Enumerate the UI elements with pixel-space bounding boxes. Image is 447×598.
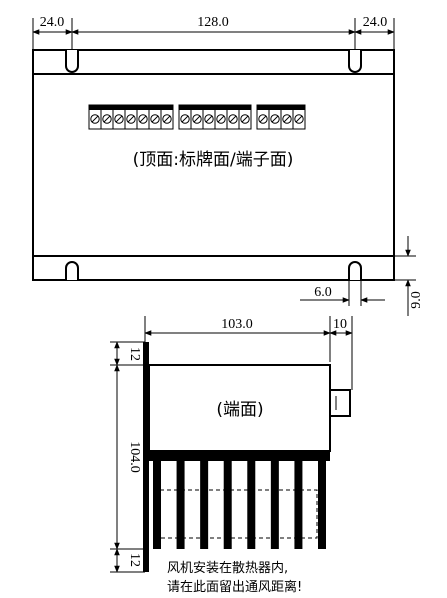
- heatsink-fin: [176, 461, 185, 549]
- mounting-slot-top-right: [348, 50, 362, 73]
- heatsink-fin: [318, 461, 326, 549]
- top-view-label: (顶面:标牌面/端子面): [133, 150, 294, 170]
- heatsink-base: [149, 451, 330, 461]
- mounting-slot-top-left: [65, 50, 79, 73]
- terminal-group: [256, 104, 306, 130]
- dim-bottom-margin: 12: [127, 553, 142, 567]
- terminal-screw: [226, 104, 240, 130]
- terminal-screw: [124, 104, 138, 130]
- heatsink-fins: [153, 461, 326, 549]
- terminal-screw: [292, 104, 306, 130]
- heatsink-fin: [200, 461, 209, 549]
- mounting-slot-bottom-right: [348, 261, 362, 280]
- terminal-group: [178, 104, 252, 130]
- heatsink-fin: [294, 461, 303, 549]
- dim-connector-width: 10: [333, 317, 347, 332]
- terminal-screw: [136, 104, 150, 130]
- heatsink-fin: [270, 461, 279, 549]
- terminal-screw: [178, 104, 192, 130]
- terminal-blocks: [88, 104, 306, 130]
- terminal-screw: [88, 104, 102, 130]
- terminal-screw: [190, 104, 204, 130]
- mounting-slot-bottom-left: [65, 261, 79, 280]
- ventilation-note-line1: 风机安装在散热器内,: [167, 560, 288, 576]
- terminal-group: [88, 104, 174, 130]
- fan-outline: [159, 489, 318, 539]
- dim-side-height: 9.0: [409, 291, 424, 309]
- terminal-screw: [112, 104, 126, 130]
- dim-top-margin: 12: [127, 347, 142, 361]
- terminal-screw: [256, 104, 270, 130]
- terminal-screw: [148, 104, 162, 130]
- terminal-screw: [202, 104, 216, 130]
- heatsink-fin: [247, 461, 256, 549]
- heatsink-fin: [153, 461, 161, 549]
- dim-total-span: 128.0: [197, 15, 229, 30]
- terminal-screw: [100, 104, 114, 130]
- heatsink-fin: [223, 461, 232, 549]
- top-view: 24.0 128.0 24.0 (顶面:标牌面/端子面) 9.0 6.0: [32, 15, 424, 316]
- ventilation-note-line2: 请在此面留出通风距离!: [167, 579, 302, 595]
- end-connector: [329, 389, 351, 417]
- dim-slot-offset: 6.0: [314, 285, 332, 300]
- terminal-screw: [280, 104, 294, 130]
- end-view: 103.0 10 12 104.0 12 (端面) 风机安装在散热器内, 请在此…: [110, 316, 353, 595]
- dim-body-width: 103.0: [221, 317, 253, 332]
- terminal-screw: [214, 104, 228, 130]
- end-view-label: (端面): [216, 400, 263, 420]
- mounting-flange: [143, 342, 149, 572]
- dim-left-margin: 24.0: [40, 15, 65, 30]
- dim-right-margin: 24.0: [363, 15, 388, 30]
- terminal-screw: [268, 104, 282, 130]
- top-view-body: [32, 49, 395, 281]
- terminal-screw: [238, 104, 252, 130]
- terminal-screw: [160, 104, 174, 130]
- dim-height: 104.0: [127, 441, 142, 473]
